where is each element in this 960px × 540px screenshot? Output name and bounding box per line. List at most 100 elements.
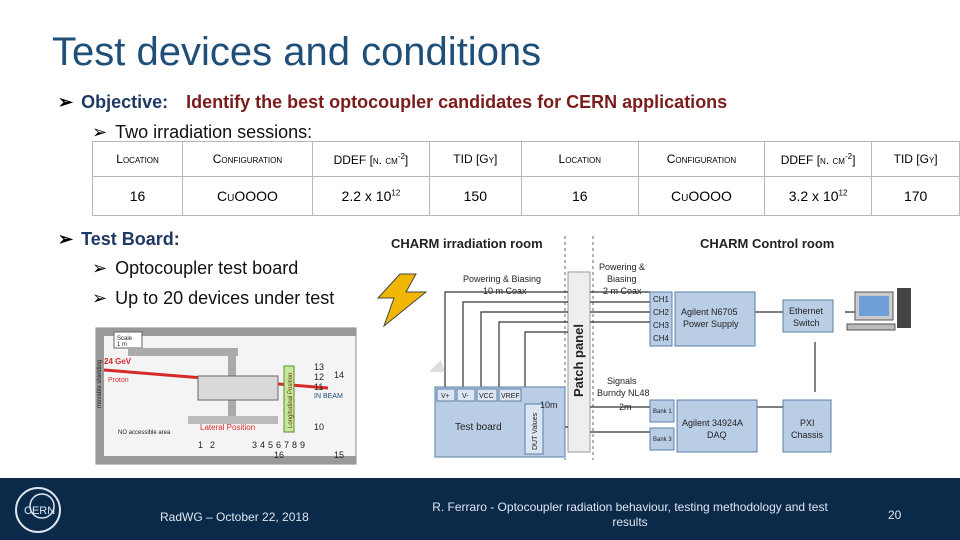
svg-text:VCC: VCC xyxy=(479,393,494,400)
power-bias-label: Biasing xyxy=(607,274,637,284)
table-header-cell: Configuration xyxy=(182,141,313,177)
footer-event: RadWG – October 22, 2018 xyxy=(160,510,309,524)
scale-value: 1 m xyxy=(117,342,127,348)
svg-text:8: 8 xyxy=(292,440,297,450)
svg-text:7: 7 xyxy=(284,440,289,450)
svg-text:3: 3 xyxy=(252,440,257,450)
ddef-exponent: -2 xyxy=(844,151,853,161)
test-board-label: Test Board: xyxy=(81,229,180,249)
svg-text:2: 2 xyxy=(210,440,215,450)
arrow-bullet-icon: ➢ xyxy=(58,229,74,249)
svg-text:11: 11 xyxy=(314,382,323,392)
svg-text:9: 9 xyxy=(300,440,305,450)
footer-title: R. Ferraro - Optocoupler radiation behav… xyxy=(432,500,828,529)
ddef-close: ] xyxy=(404,152,409,167)
target-area xyxy=(197,375,279,401)
pxi-label: PXI xyxy=(800,418,815,428)
movable-shielding-label: movable shielding xyxy=(97,360,103,408)
position-numbers: 13 12 11 14 10 1 2 3 4 5 6 7 8 9 16 15 xyxy=(198,362,344,460)
coax-label: 10 m Coax xyxy=(483,286,527,296)
lateral-position-label: Lateral Position xyxy=(200,423,255,432)
page-number: 20 xyxy=(888,508,902,522)
ddef-label: DDEF [n. cm xyxy=(333,152,398,167)
arrow-bullet-icon: ➢ xyxy=(92,288,108,308)
control-room-label: CHARM Control room xyxy=(700,236,834,251)
daq-label: DAQ xyxy=(707,430,727,440)
table-cell: CuOOOO xyxy=(182,176,313,216)
svg-text:CH3: CH3 xyxy=(653,321,670,330)
svg-text:CH4: CH4 xyxy=(653,334,670,343)
table-header-cell: DDEF [n. cm-2] xyxy=(311,141,431,177)
irradiation-room-label: CHARM irradiation room xyxy=(391,236,543,251)
table-cell: 2.2 x 1012 xyxy=(311,176,431,216)
ethernet-label: Switch xyxy=(793,318,820,328)
wall xyxy=(96,456,356,464)
bank1-box xyxy=(649,399,675,423)
test-board-sub2: Up to 20 devices under test xyxy=(115,288,335,308)
channel-block xyxy=(649,291,673,347)
power-supply-box xyxy=(674,291,756,347)
svg-text:4: 4 xyxy=(260,440,265,450)
ddef-exponent: -2 xyxy=(397,151,405,161)
svg-text:CH1: CH1 xyxy=(653,295,670,304)
table-header-cell: TID [Gy] xyxy=(429,141,522,177)
table-cell: 16 xyxy=(91,176,184,216)
svg-text:14: 14 xyxy=(334,370,344,380)
table-cell: 3.2 x 1012 xyxy=(763,176,873,216)
table-header-cell: DDEF [n. cm-2] xyxy=(763,141,873,177)
ddef-value-exponent: 12 xyxy=(838,188,848,198)
arrow-bullet-icon: ➢ xyxy=(92,258,108,278)
footer-bar xyxy=(0,478,960,540)
patch-panel xyxy=(567,271,591,453)
svg-text:V-: V- xyxy=(462,393,469,400)
test-board-sub-bullet: ➢ Up to 20 devices under test xyxy=(92,288,334,309)
ddef-close: ] xyxy=(852,152,856,167)
table-row: 16 CuOOOO 2.2 x 1012 150 16 CuOOOO 3.2 x… xyxy=(91,176,960,216)
table-cell: 16 xyxy=(520,176,640,216)
dut-values-box xyxy=(524,403,544,455)
ddef-value: 2.2 x 10 xyxy=(341,188,392,204)
longitudinal-track xyxy=(283,365,295,433)
svg-text:16: 16 xyxy=(274,450,284,460)
svg-text:VREF: VREF xyxy=(501,393,520,400)
cern-logo-text: CERN xyxy=(24,505,55,517)
test-board-sub-bullet: ➢Optocoupler test board xyxy=(92,258,298,279)
arrow-bullet-icon: ➢ xyxy=(92,122,108,142)
beam-wedge xyxy=(429,360,445,372)
dut-values-label: DUT Values xyxy=(532,412,539,450)
test-board-bullet: ➢ Test Board: xyxy=(58,229,180,250)
sessions-bullet: ➢ Two irradiation sessions: xyxy=(92,122,312,143)
objective-text: Identify the best optocoupler candidates… xyxy=(186,92,728,112)
svg-text:6: 6 xyxy=(276,440,281,450)
lightning-icon xyxy=(376,273,428,328)
setup-diagram: CHARM irradiation room CHARM Control roo… xyxy=(385,232,950,464)
table-cell: 170 xyxy=(871,176,960,216)
irradiation-sessions-table: Location Configuration DDEF [n. cm-2] TI… xyxy=(91,141,960,216)
slide-title: Test devices and conditions xyxy=(52,30,542,74)
irradiation-layout: Scale 1 m 24 GeV Proton movable shieldin… xyxy=(95,327,357,465)
bank3-label: Bank 3 xyxy=(653,437,672,443)
beam-energy-label: 24 GeV xyxy=(104,357,132,366)
table-header-row: Location Configuration DDEF [n. cm-2] TI… xyxy=(91,141,960,177)
table-cell: CuOOOO xyxy=(638,176,765,216)
in-beam-label: IN BEAM xyxy=(314,393,343,400)
test-board-pins: V+ V- VCC VREF xyxy=(436,388,522,402)
setup-diagram-svg: CHARM irradiation room CHARM Control roo… xyxy=(391,236,911,460)
sessions-text: Two irradiation sessions: xyxy=(115,122,313,142)
svg-text:1: 1 xyxy=(198,440,203,450)
arrow-bullet-icon: ➢ xyxy=(58,92,74,112)
ethernet-switch-box xyxy=(782,299,834,333)
daq-box xyxy=(676,399,758,453)
objective-bullet: ➢ Objective: Identify the best optocoupler… xyxy=(58,92,727,113)
cern-logo: CERN xyxy=(15,487,61,533)
coax-label: 2 m Coax xyxy=(603,286,642,296)
pxi-label: Chassis xyxy=(791,430,824,440)
table-header-cell: Configuration xyxy=(638,141,765,177)
test-board-label: Test board xyxy=(455,422,502,433)
table-header-cell: Location xyxy=(91,141,184,177)
proton-label: Proton xyxy=(108,377,129,384)
power-bias-label: Powering & Biasing xyxy=(463,274,541,284)
no-access-label: NO accessible area xyxy=(118,430,171,436)
patch-panel-label: Patch panel xyxy=(571,324,586,397)
objective-label: Objective: xyxy=(81,92,169,112)
